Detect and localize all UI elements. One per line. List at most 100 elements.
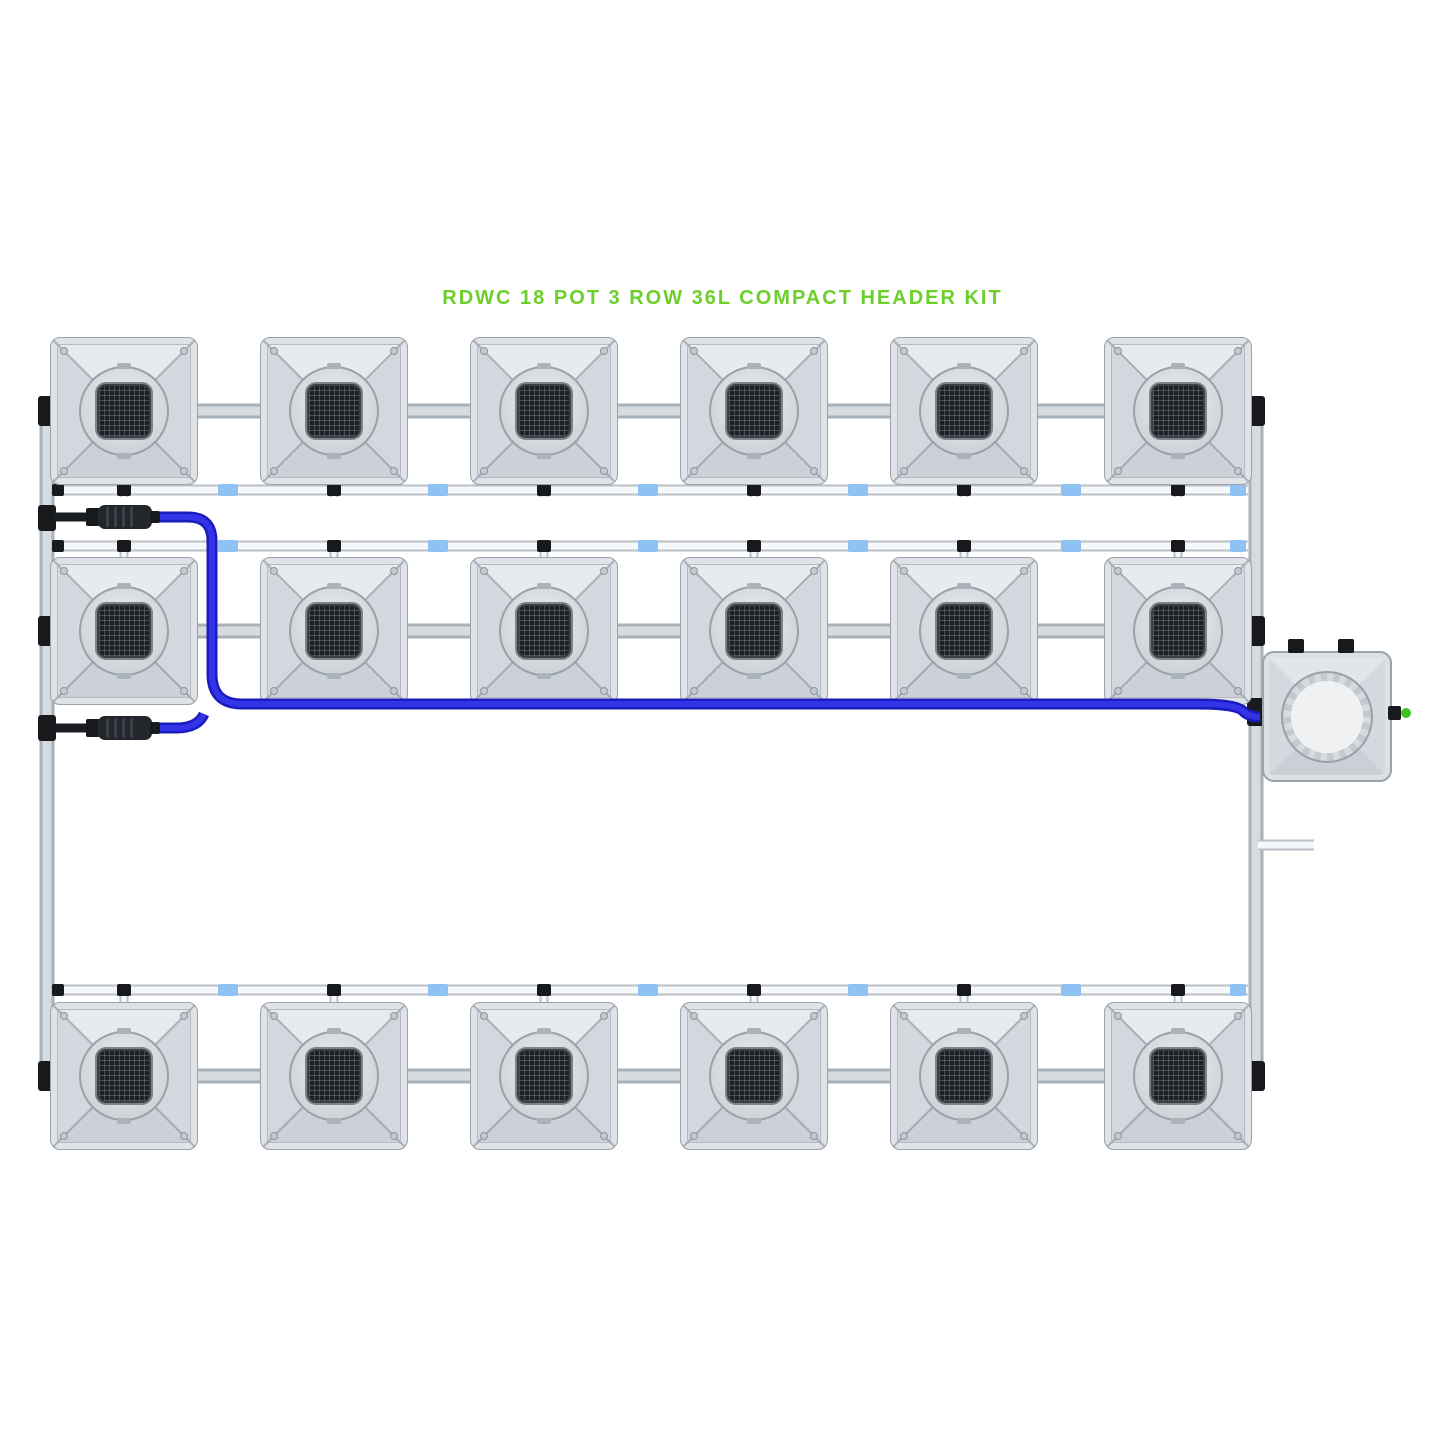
pot-3-6 [1104,1002,1252,1150]
pot-corner-screw [1114,687,1122,695]
pot-corner-screw [690,347,698,355]
pipe-coupler [638,484,658,496]
pipe-clip [747,984,761,996]
pot-mesh-basket [1151,1049,1205,1103]
pot-corner-screw [60,687,68,695]
pot-corner-screw [810,467,818,475]
pipe-clip [327,984,341,996]
pipe-clip [537,984,551,996]
pot-corner-screw [1020,1012,1028,1020]
inline-pump-1 [86,505,160,529]
pot-corner-screw [600,467,608,475]
pot-corner-screw [1234,1012,1242,1020]
pipe-clip [117,540,131,552]
pipe-coupler [848,484,868,496]
pot-corner-screw [180,1012,188,1020]
pot-corner-screw [900,687,908,695]
pot-corner-screw [1114,1132,1122,1140]
pot-mesh-basket [727,604,781,658]
pot-2-3 [470,557,618,705]
pot-mesh-basket [937,604,991,658]
product-title: RDWC 18 POT 3 ROW 36L COMPACT HEADER KIT [442,287,1003,309]
pipe-coupler [848,984,868,996]
pot-corner-screw [1114,567,1122,575]
pipe-coupler [1061,984,1081,996]
pipe-clip [957,484,971,496]
pot-corner-screw [180,567,188,575]
pot-corner-screw [690,1012,698,1020]
pot-corner-screw [1114,1012,1122,1020]
pot-3-4 [680,1002,828,1150]
pot-1-3 [470,337,618,485]
pot-corner-screw [60,347,68,355]
pipe-clip [1171,484,1185,496]
reservoir-ports [1288,639,1411,720]
reservoir-lid [1281,670,1373,763]
pipe-coupler [848,540,868,552]
pipe-coupler [218,984,238,996]
pot-mesh-basket [517,604,571,658]
blue-feed-hose [158,511,1261,734]
pipe-clip [117,984,131,996]
pot-corner-screw [600,567,608,575]
pipe-clip [1171,984,1185,996]
pot-mesh-basket [727,1049,781,1103]
pot-mesh-basket [937,384,991,438]
pot-corner-screw [810,347,818,355]
reservoir-top-port [1288,639,1304,653]
pot-corner-screw [1020,347,1028,355]
pot-corner-screw [60,1012,68,1020]
pot-corner-screw [690,687,698,695]
pot-corner-screw [270,687,278,695]
pot-corner-screw [690,1132,698,1140]
pot-mesh-basket [97,384,151,438]
pot-corner-screw [1020,467,1028,475]
pot-mesh-basket [517,384,571,438]
reservoir-top-port [1338,639,1354,653]
green-port-cap [1401,708,1411,718]
pot-corner-screw [1114,347,1122,355]
pot-corner-screw [180,1132,188,1140]
pipe-clip [747,540,761,552]
pot-corner-screw [1234,347,1242,355]
pot-corner-screw [600,1012,608,1020]
pot-corner-screw [690,567,698,575]
pump-links [54,512,92,733]
pot-2-4 [680,557,828,705]
pot-corner-screw [810,1012,818,1020]
pot-corner-screw [390,467,398,475]
pot-mesh-basket [97,1049,151,1103]
pot-mesh-basket [1151,384,1205,438]
pipe-clip [537,484,551,496]
pipe-coupler [638,540,658,552]
pot-2-2 [260,557,408,705]
return-end-fitting [52,984,64,996]
pot-mesh-basket [937,1049,991,1103]
pot-corner-screw [390,687,398,695]
pot-mesh-basket [307,384,361,438]
pot-corner-screw [1234,567,1242,575]
pot-corner-screw [810,567,818,575]
pot-corner-screw [480,567,488,575]
pipe-coupler [428,540,448,552]
pot-corner-screw [480,687,488,695]
pot-corner-screw [270,567,278,575]
reservoir-tank [1262,651,1392,782]
pot-corner-screw [270,347,278,355]
pot-corner-screw [900,347,908,355]
pipe-clip [327,484,341,496]
pot-corner-screw [480,1132,488,1140]
pipe-coupler [638,984,658,996]
pot-corner-screw [690,467,698,475]
return-end-fitting [52,484,64,496]
pipe-coupler [428,984,448,996]
pot-corner-screw [1234,1132,1242,1140]
pot-corner-screw [270,1012,278,1020]
return-end-coupler [1230,984,1246,996]
pot-1-1 [50,337,198,485]
pot-lid [709,1031,799,1121]
pipe-coupler [1061,540,1081,552]
pot-corner-screw [180,687,188,695]
pot-corner-screw [900,1012,908,1020]
pot-corner-screw [600,687,608,695]
